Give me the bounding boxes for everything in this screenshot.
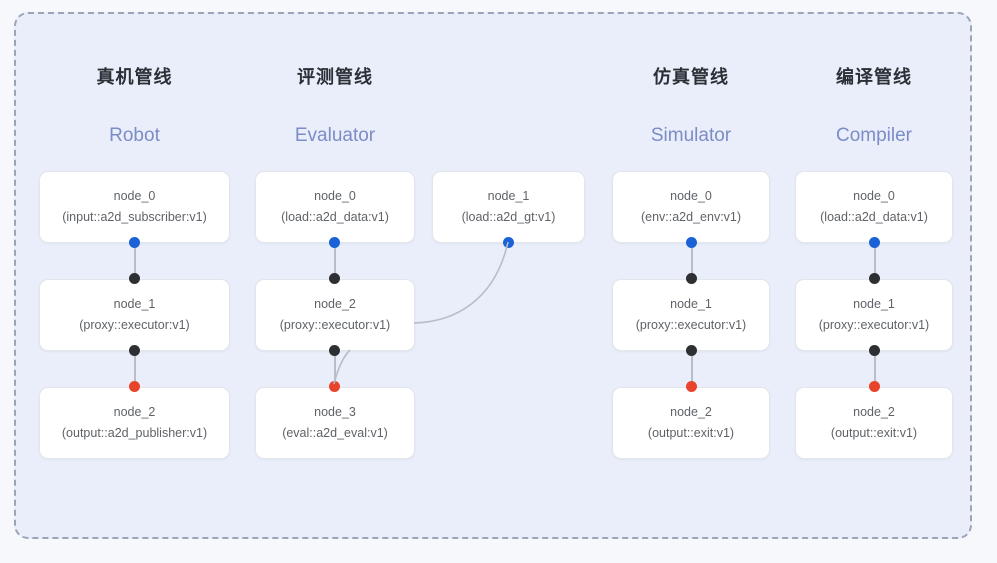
- port-input-black-icon: [869, 273, 880, 284]
- node-type: (output::exit:v1): [647, 426, 735, 440]
- edge-robot-1-2: [133, 351, 136, 387]
- port-input-red-icon: [329, 381, 340, 392]
- node-compiler-2[interactable]: node_2 (output::exit:v1): [795, 387, 953, 459]
- node-name: node_2: [670, 405, 712, 420]
- node-evaluator-2[interactable]: node_2 (proxy::executor:v1): [255, 279, 415, 351]
- port-input-red-icon: [686, 381, 697, 392]
- node-type: (proxy::executor:v1): [818, 318, 930, 332]
- node-evaluator-gt[interactable]: node_1 (load::a2d_gt:v1): [432, 171, 585, 243]
- node-name: node_2: [113, 405, 156, 420]
- node-name: node_2: [314, 297, 356, 312]
- edge-compiler-1-2: [873, 351, 876, 387]
- node-simulator-0[interactable]: node_0 (env::a2d_env:v1): [612, 171, 770, 243]
- edge-simulator-0-1: [690, 243, 693, 279]
- column-subtitle-evaluator: Evaluator: [294, 125, 376, 146]
- node-name: node_1: [853, 297, 895, 312]
- node-name: node_0: [670, 189, 712, 204]
- node-type: (proxy::executor:v1): [79, 318, 190, 332]
- column-subtitle-compiler: Compiler: [835, 125, 913, 146]
- column-title-evaluator: 评测管线: [297, 67, 373, 87]
- node-name: node_0: [314, 189, 356, 204]
- column-subtitle-robot: Robot: [109, 125, 160, 146]
- node-name: node_2: [853, 405, 895, 420]
- column-title-simulator: 仿真管线: [653, 67, 729, 87]
- port-output-black-icon: [129, 345, 140, 356]
- node-type: (load::a2d_gt:v1): [461, 210, 556, 224]
- port-input-black-icon: [686, 273, 697, 284]
- column-subtitle-simulator: Simulator: [650, 125, 732, 146]
- node-name: node_1: [113, 297, 156, 312]
- pipeline-panel: [14, 12, 972, 539]
- port-output-blue-icon-gt: [503, 237, 514, 248]
- node-simulator-2[interactable]: node_2 (output::exit:v1): [612, 387, 770, 459]
- port-output-blue-icon: [686, 237, 697, 248]
- port-output-black-icon: [869, 345, 880, 356]
- port-output-blue-icon: [329, 237, 340, 248]
- port-input-red-icon: [869, 381, 880, 392]
- edge-robot-0-1: [133, 243, 136, 279]
- node-name: node_0: [853, 189, 895, 204]
- port-input-black-icon: [129, 273, 140, 284]
- column-title-compiler: 编译管线: [836, 67, 912, 87]
- node-compiler-1[interactable]: node_1 (proxy::executor:v1): [795, 279, 953, 351]
- node-robot-2[interactable]: node_2 (output::a2d_publisher:v1): [39, 387, 230, 459]
- edge-compiler-0-1: [873, 243, 876, 279]
- node-type: (env::a2d_env:v1): [640, 210, 742, 224]
- node-type: (output::exit:v1): [830, 426, 918, 440]
- port-output-blue-icon: [869, 237, 880, 248]
- node-type: (load::a2d_data:v1): [820, 210, 928, 224]
- node-simulator-1[interactable]: node_1 (proxy::executor:v1): [612, 279, 770, 351]
- node-type: (eval::a2d_eval:v1): [282, 426, 388, 440]
- edge-evaluator-0-2: [333, 243, 336, 279]
- node-robot-1[interactable]: node_1 (proxy::executor:v1): [39, 279, 230, 351]
- node-type: (input::a2d_subscriber:v1): [62, 210, 207, 224]
- node-evaluator-3[interactable]: node_3 (eval::a2d_eval:v1): [255, 387, 415, 459]
- node-robot-0[interactable]: node_0 (input::a2d_subscriber:v1): [39, 171, 230, 243]
- port-output-blue-icon: [129, 237, 140, 248]
- node-compiler-0[interactable]: node_0 (load::a2d_data:v1): [795, 171, 953, 243]
- node-type: (proxy::executor:v1): [279, 318, 391, 332]
- node-name: node_0: [113, 189, 156, 204]
- node-type: (output::a2d_publisher:v1): [61, 426, 208, 440]
- column-title-robot: 真机管线: [96, 67, 173, 87]
- port-input-red-icon: [129, 381, 140, 392]
- node-name: node_1: [487, 189, 530, 204]
- node-type: (proxy::executor:v1): [635, 318, 747, 332]
- node-name: node_3: [314, 405, 356, 420]
- node-evaluator-0[interactable]: node_0 (load::a2d_data:v1): [255, 171, 415, 243]
- node-name: node_1: [670, 297, 712, 312]
- port-output-black-icon: [686, 345, 697, 356]
- port-input-black-icon: [329, 273, 340, 284]
- port-output-black-icon: [329, 345, 340, 356]
- node-type: (load::a2d_data:v1): [281, 210, 389, 224]
- edge-simulator-1-2: [690, 351, 693, 387]
